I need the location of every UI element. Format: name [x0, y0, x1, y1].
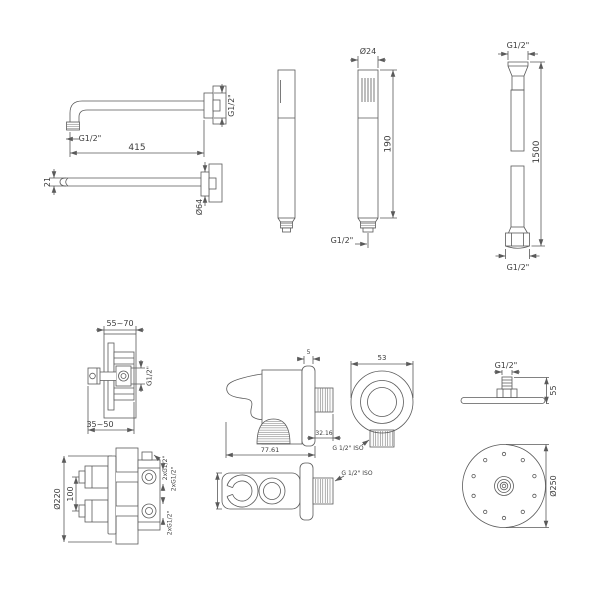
arm-wall-thread-dim: G1/2" [227, 94, 236, 117]
valve-depth-min-dim: 35~50 [86, 420, 113, 429]
head-thread-dim: G1/2" [495, 361, 518, 370]
thermo-port-spacing-dim: 100 [66, 486, 75, 501]
outlet-top-thread-standard-label: G 1/2" ISO [341, 470, 372, 477]
hand-shower-views: Ø24 190 G1/2" [277, 46, 397, 248]
outlet-front-width-dim: 53 [378, 354, 387, 362]
hose-length-dim: 1500 [532, 140, 542, 163]
arm-length-dim: 415 [128, 143, 145, 153]
spray-holes [471, 451, 537, 521]
shower-head-plan-view: Ø250 [462, 444, 558, 528]
outlet-plate-depth-dim: 5 [307, 349, 311, 356]
shower-arm-top-view: G1/2" G1/2" 415 [66, 84, 236, 157]
spray-face-lines [361, 78, 375, 102]
holder-hook-profile [226, 373, 263, 420]
outlet-front-thread-standard-label: G 1/2" ISO [332, 445, 363, 452]
wall-hatch [115, 447, 139, 545]
thermo-plate-diameter-dim: Ø220 [52, 488, 62, 510]
handshower-thread-dim: G1/2" [331, 236, 354, 245]
handshower-length-dim: 190 [384, 135, 394, 152]
outlet-holder-side-view: 5 32.16 77.61 [225, 349, 341, 458]
outlet-front-view: 53 G 1/2" ISO [332, 354, 414, 452]
head-plan-diameter-dim: Ø250 [548, 475, 558, 497]
hose-bottom-thread-dim: G1/2" [507, 263, 530, 272]
shower-arm-side-view: 21 Ø64 [43, 162, 223, 215]
outlet-thread-length-dim: 32.16 [315, 430, 332, 437]
thermostatic-valve-view: Ø220 100 2xG1/2" 2xG1/2" 2xG1/2" [52, 447, 178, 545]
hose-top-thread-dim: G1/2" [507, 41, 530, 50]
arm-flange-diameter-dim: Ø64 [194, 199, 204, 215]
valve-depth-max-dim: 55~70 [106, 319, 133, 328]
arm-tube-height-dim: 21 [43, 177, 52, 187]
valve-thread-dim: G1/2" [146, 366, 154, 386]
handshower-diameter-dim: Ø24 [360, 46, 376, 56]
shower-hose-view: G1/2" 1500 G1/2" [495, 41, 545, 272]
outlet-total-depth-dim: 77.61 [261, 446, 280, 454]
shower-head-side-view: G1/2" 55 [460, 361, 558, 404]
concealed-valve-view: 55~70 G1/2" 35~50 [86, 319, 154, 434]
head-height-dim: 55 [549, 385, 558, 395]
arm-outlet-thread-dim: G1/2" [79, 134, 102, 143]
thermo-connections-middle-dim: 2xG1/2" [171, 467, 178, 492]
thermo-connections-bottom-dim: 2xG1/2" [167, 511, 174, 536]
holder-clamp-ring [226, 474, 259, 508]
thermo-connections-top-dim: 2xG1/2" [162, 456, 169, 481]
outlet-holder-top-view: G 1/2" ISO [215, 462, 373, 521]
